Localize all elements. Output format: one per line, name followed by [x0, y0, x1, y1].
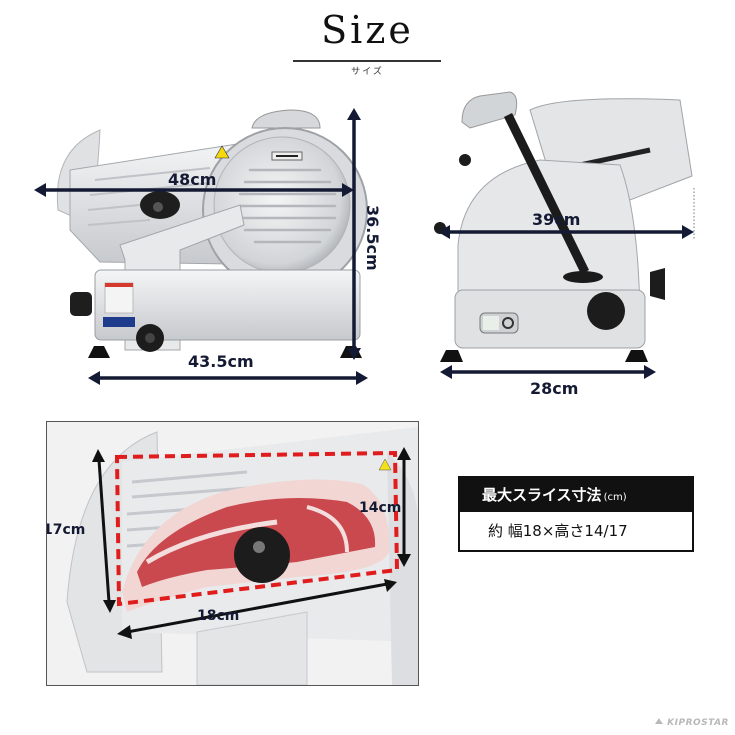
- dimension-length-label: 48cm: [168, 170, 217, 189]
- brand-name: KIPROSTAR: [667, 718, 729, 728]
- dimension-height-label: 36.5cm: [363, 205, 382, 271]
- slice-width-label: 18cm: [197, 608, 240, 624]
- dimension-arrows: [34, 108, 694, 385]
- slice-height-right-label: 14cm: [359, 500, 402, 516]
- max-slice-size-table: 最大スライス寸法(cm) 約 幅18×高さ14/17: [458, 476, 694, 552]
- page-subtitle: サイズ: [351, 67, 384, 77]
- meat-on-slicer-image: [66, 427, 418, 685]
- spec-heading-text: 最大スライス寸法: [482, 486, 602, 504]
- spec-value: 約 幅18×高さ14/17: [460, 512, 692, 550]
- slice-height-left-label: 17cm: [46, 522, 86, 538]
- side-view-slicer-image: [434, 91, 695, 362]
- brand-watermark: KIPROSTAR: [654, 717, 729, 728]
- page-title: Size: [321, 8, 414, 52]
- slice-detail-panel: 17cm 14cm 18cm: [46, 421, 419, 686]
- spec-heading: 最大スライス寸法(cm): [460, 478, 692, 512]
- kiprostar-logo-icon: [655, 718, 664, 724]
- front-view-slicer-image: [56, 109, 368, 358]
- dimension-depth-label: 39cm: [532, 210, 581, 229]
- title-divider: [293, 60, 441, 62]
- dimension-base-depth-label: 28cm: [530, 379, 579, 398]
- dimension-base-width-label: 43.5cm: [188, 352, 254, 371]
- spec-heading-unit: (cm): [603, 492, 627, 503]
